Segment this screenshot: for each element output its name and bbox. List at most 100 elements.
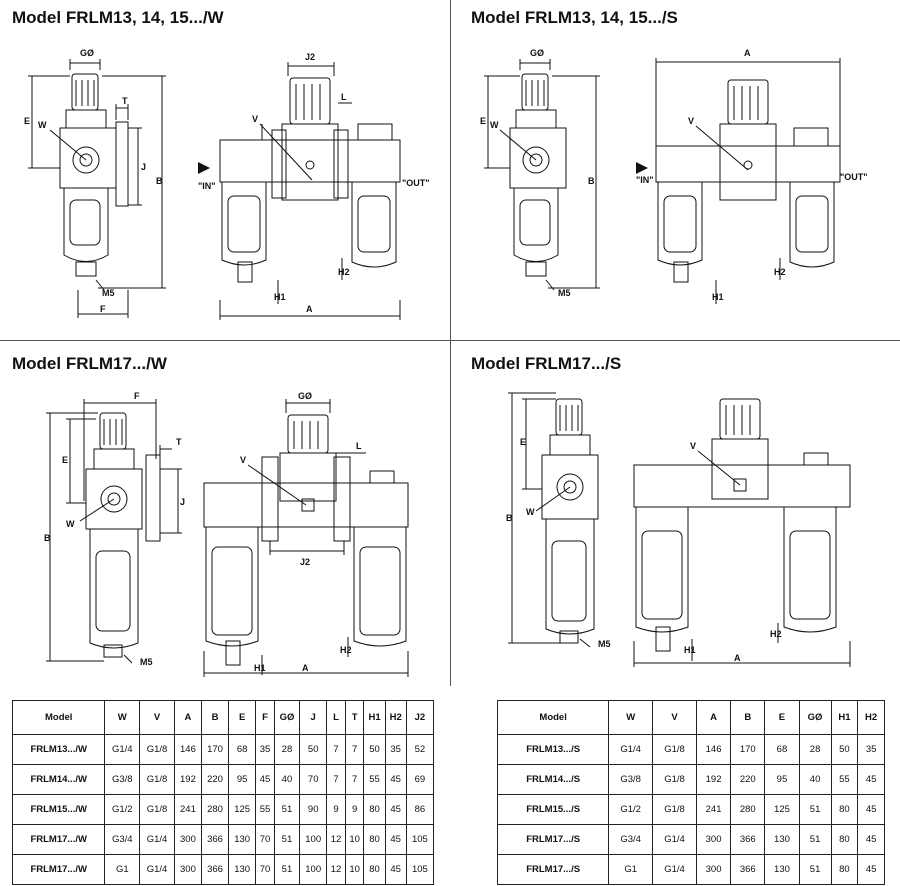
column-header: B [730,700,766,735]
value-cell: 130 [764,824,800,855]
value-cell: 105 [405,854,435,885]
column-header: V [652,700,697,735]
value-cell: 9 [344,794,365,825]
value-cell: 55 [255,794,275,825]
value-cell: 51 [798,824,832,855]
drawing-frlm13-s: GØ E W B M5 A V "IN" "OUT" H2 H1 [480,48,868,304]
label-t: T [122,96,128,106]
value-cell: G3/8 [608,764,654,795]
value-cell: G1/8 [139,734,175,765]
value-cell: 35 [857,734,885,765]
value-cell: 280 [200,794,230,825]
value-cell: G1/4 [652,854,697,885]
value-cell: 50 [363,734,386,765]
column-header: GØ [273,700,301,735]
label-h2: H2 [338,267,350,277]
label-w: W [490,120,499,130]
value-cell: 10 [344,824,365,855]
column-header: V [139,700,175,735]
model-cell: FRLM17.../W [11,854,106,885]
value-cell: G1/8 [139,764,175,795]
value-cell: 7 [326,764,346,795]
value-cell: 52 [405,734,435,765]
label-w: W [38,120,47,130]
value-cell: 366 [200,824,230,855]
label-v: V [688,116,694,126]
value-cell: 45 [857,824,885,855]
value-cell: 70 [255,854,275,885]
column-header: J2 [405,700,435,735]
value-cell: 146 [695,734,732,765]
value-cell: 280 [730,794,766,825]
label-e: E [520,437,526,447]
title-frlm13-s: Model FRLM13, 14, 15.../S [471,8,678,27]
label-f: F [100,304,106,314]
label-v: V [252,114,258,124]
value-cell: 50 [830,734,859,765]
column-header: H2 [384,700,407,735]
title-frlm17-w: Model FRLM17.../W [12,354,167,373]
column-header: H2 [857,700,885,735]
model-cell: FRLM17.../W [11,824,106,855]
value-cell: 80 [830,854,859,885]
model-cell: FRLM13.../S [496,734,610,765]
column-header: H1 [830,700,859,735]
value-cell: 45 [857,854,885,885]
value-cell: 51 [798,854,832,885]
label-w: W [526,507,535,517]
drawing-frlm13-w: GØ E W T J B M5 F J2 L V "IN" "OUT" H2 H… [24,48,430,320]
label-h1: H1 [274,292,286,302]
label-in: "IN" [636,175,654,185]
value-cell: 7 [344,734,365,765]
value-cell: 192 [173,764,202,795]
value-cell: 69 [405,764,435,795]
label-out: "OUT" [402,178,430,188]
value-cell: 12 [326,854,346,885]
label-b: B [506,513,513,523]
value-cell: 105 [405,824,435,855]
value-cell: 70 [299,764,328,795]
model-cell: FRLM17.../S [496,854,610,885]
value-cell: 68 [228,734,257,765]
value-cell: G1/4 [104,734,141,765]
label-e: E [24,116,30,126]
label-a: A [744,48,751,58]
value-cell: G3/4 [608,824,654,855]
column-header: W [104,700,141,735]
label-m5: M5 [598,639,611,649]
title-frlm13-w: Model FRLM13, 14, 15.../W [12,8,224,27]
label-a: A [734,653,741,663]
column-header: E [228,700,257,735]
value-cell: 28 [798,734,832,765]
title-frlm17-s: Model FRLM17.../S [471,354,622,373]
model-cell: FRLM17.../S [496,824,610,855]
value-cell: G1/8 [652,794,697,825]
value-cell: 80 [363,794,386,825]
value-cell: 220 [200,764,230,795]
value-cell: 241 [695,794,732,825]
value-cell: G1 [608,854,654,885]
value-cell: G1/4 [608,734,654,765]
value-cell: G1/2 [104,794,141,825]
value-cell: G1/4 [652,824,697,855]
value-cell: 10 [344,854,365,885]
label-out: "OUT" [840,172,868,182]
value-cell: 51 [273,794,301,825]
value-cell: 80 [830,824,859,855]
label-w: W [66,519,75,529]
label-m5: M5 [558,288,571,298]
value-cell: G3/8 [104,764,141,795]
value-cell: 55 [363,764,386,795]
value-cell: 51 [273,854,301,885]
column-header: H1 [363,700,386,735]
value-cell: 130 [764,854,800,885]
value-cell: 366 [200,854,230,885]
value-cell: 90 [299,794,328,825]
model-cell: FRLM13.../W [11,734,106,765]
value-cell: 7 [344,764,365,795]
vertical-divider [450,0,451,686]
